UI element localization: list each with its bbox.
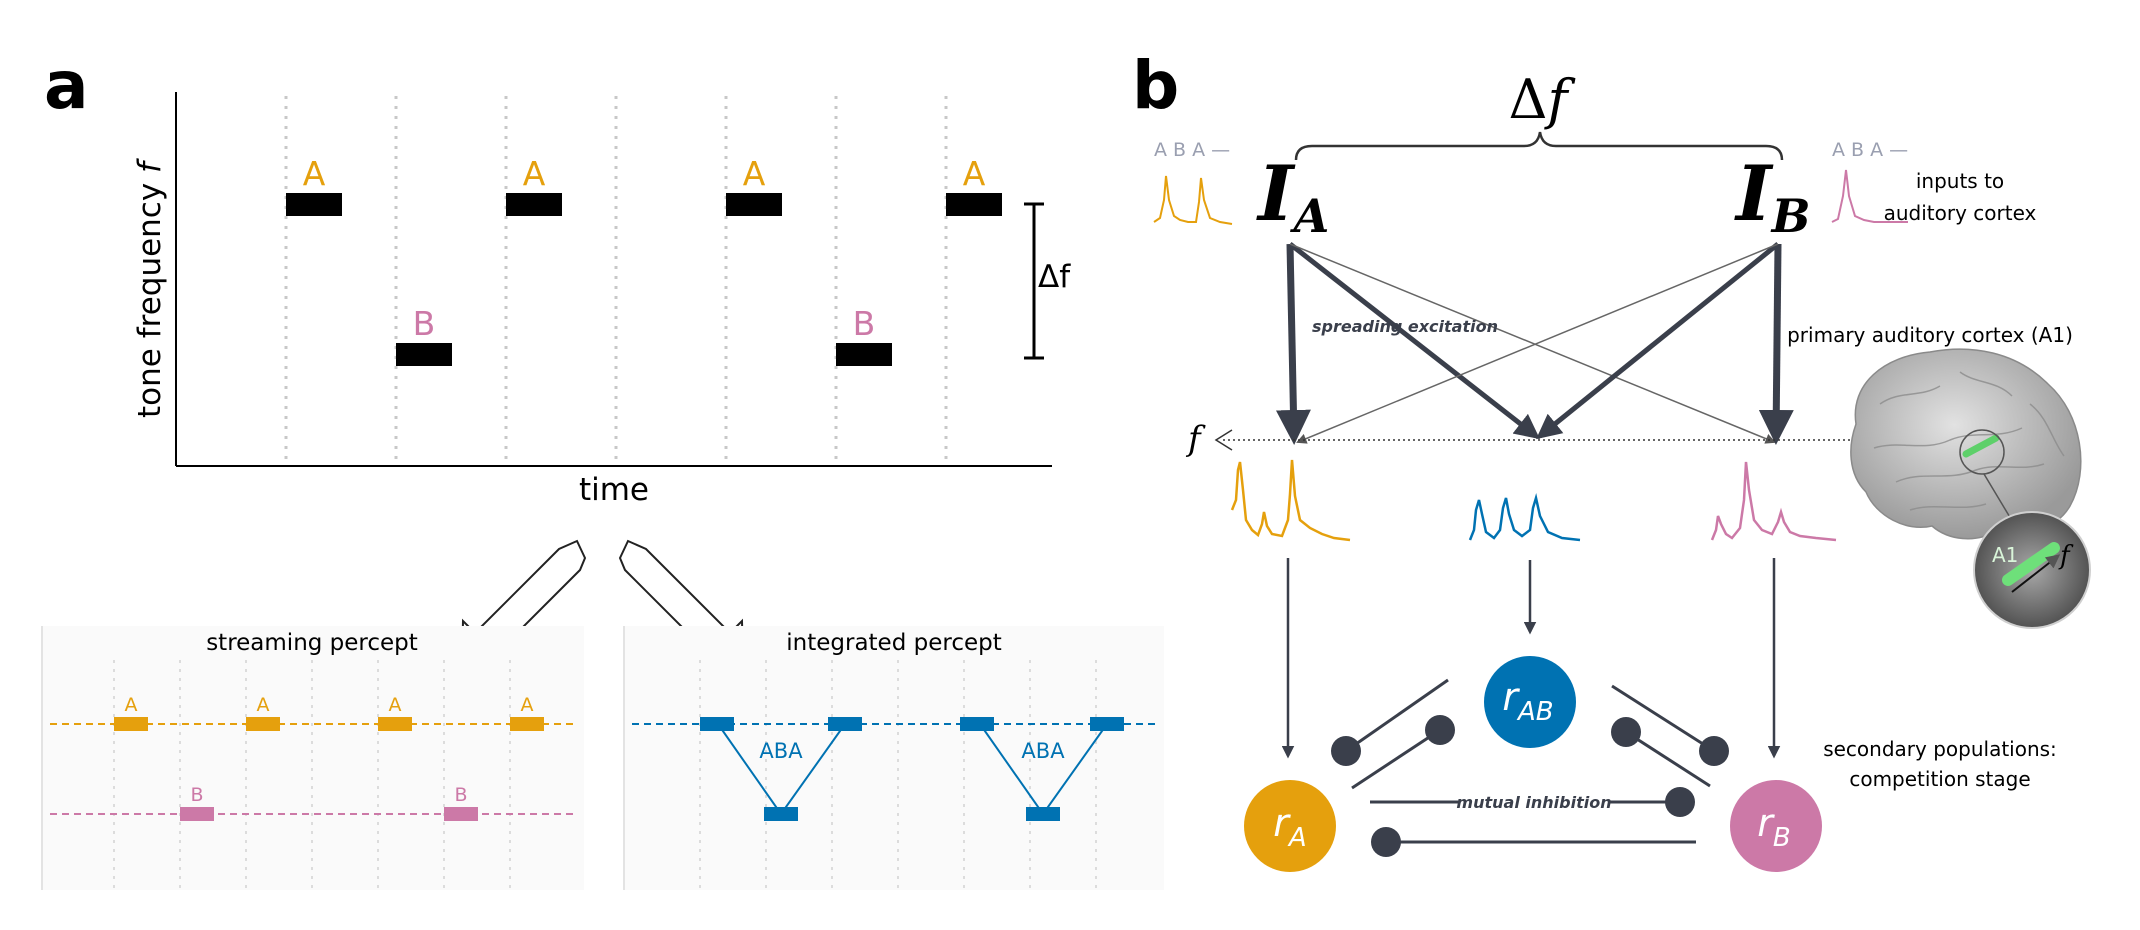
- inhibition-terminal: [1371, 827, 1401, 857]
- tone-a-group: A A A A: [286, 154, 1002, 216]
- tone-b-bar: [396, 343, 452, 366]
- stream-b-label: B: [190, 784, 203, 806]
- inputs-note-line-1: inputs to: [1916, 169, 2004, 193]
- response-a-trace: [1230, 459, 1351, 542]
- panel-b-letter: b: [1132, 47, 1179, 124]
- inputs-note-line-2: auditory cortex: [1884, 201, 2037, 225]
- population-r-ab-label: rAB: [1502, 675, 1553, 727]
- stream-tone-a: [246, 717, 280, 731]
- input-a-trace: [1153, 175, 1233, 225]
- population-r-a: rA: [1244, 780, 1336, 872]
- tone-a-bar: [506, 193, 562, 216]
- inhibition-terminal: [1611, 717, 1641, 747]
- x-axis-label: time: [579, 472, 649, 508]
- stream-a-label: A: [521, 694, 534, 716]
- inhibition-terminal: [1425, 715, 1455, 745]
- population-r-b: rB: [1730, 780, 1822, 872]
- delta-f-title: Δf: [1509, 68, 1576, 131]
- integrated-tone: [764, 807, 798, 821]
- a1-inset: A1 f: [1973, 511, 2091, 629]
- streaming-title: streaming percept: [206, 630, 418, 656]
- integrated-tone: [828, 717, 862, 731]
- input-b-label: IB: [1734, 149, 1810, 243]
- population-r-b-label: rB: [1757, 801, 1790, 853]
- integrated-tone: [700, 717, 734, 731]
- tone-a-bar: [726, 193, 782, 216]
- streaming-percept: streaming percept A A A A B B: [41, 626, 584, 890]
- input-projections: [1275, 242, 1794, 445]
- delta-f-bracket: Δf: [1024, 202, 1071, 360]
- tone-a-bar: [946, 193, 1002, 216]
- delta-f-label: Δf: [1038, 259, 1071, 295]
- integrated-tone: [1026, 807, 1060, 821]
- mutual-inhibition-label: mutual inhibition: [1456, 793, 1611, 812]
- a1-title: primary auditory cortex (A1): [1787, 323, 2073, 347]
- inhibition-terminal: [1331, 736, 1361, 766]
- stream-tone-b: [180, 807, 214, 821]
- panel-b: b Δf IA IB A B A — A B A — inputs to aud…: [1132, 47, 2091, 872]
- tone-b-label: B: [853, 304, 876, 343]
- integrated-tone: [1090, 717, 1124, 731]
- response-ab-trace: [1468, 493, 1581, 542]
- tone-b-label: B: [413, 304, 436, 343]
- inhibition-terminal: [1665, 787, 1695, 817]
- stream-b-label: B: [454, 784, 467, 806]
- feedforward-arrows: [1281, 558, 1781, 759]
- tone-b-group: B B: [396, 304, 892, 366]
- secondary-note-line-2: competition stage: [1849, 767, 2030, 791]
- population-r-a-label: rA: [1273, 801, 1306, 853]
- spreading-excitation-label: spreading excitation: [1312, 317, 1498, 336]
- brain-illustration: [1850, 348, 2082, 540]
- integrated-title: integrated percept: [786, 630, 1001, 656]
- panel-a-letter: a: [44, 47, 89, 124]
- panel-a: a tone frequency f time A A A A: [41, 47, 1164, 890]
- stream-a-label: A: [257, 694, 270, 716]
- stream-tone-a: [378, 717, 412, 731]
- seq-label-a: A B A —: [1154, 139, 1230, 161]
- response-b-trace: [1710, 461, 1837, 542]
- stream-tone-a: [510, 717, 544, 731]
- stream-a-label: A: [389, 694, 402, 716]
- tone-a-label: A: [303, 154, 326, 193]
- y-axis-label: tone frequency f: [132, 158, 168, 418]
- secondary-note-line-1: secondary populations:: [1823, 737, 2057, 761]
- population-r-ab: rAB: [1484, 656, 1576, 748]
- seq-label-b: A B A —: [1832, 139, 1908, 161]
- tone-a-label: A: [963, 154, 986, 193]
- tonotopic-axis-label: f: [1185, 419, 1206, 459]
- a1-inset-label: A1: [1992, 543, 2018, 567]
- delta-f-brace: [1294, 131, 1784, 161]
- tone-b-bar: [836, 343, 892, 366]
- aba-label: ABA: [1021, 739, 1065, 763]
- tone-a-bar: [286, 193, 342, 216]
- stream-tone-b: [444, 807, 478, 821]
- aba-label: ABA: [759, 739, 803, 763]
- tone-a-label: A: [523, 154, 546, 193]
- input-b-trace: [1831, 169, 1908, 223]
- tone-a-label: A: [743, 154, 766, 193]
- stream-tone-a: [114, 717, 148, 731]
- inhibition-terminal: [1699, 736, 1729, 766]
- stream-a-label: A: [125, 694, 138, 716]
- integrated-tone: [960, 717, 994, 731]
- input-a-label: IA: [1256, 149, 1329, 243]
- time-gridlines: [284, 96, 948, 466]
- integrated-percept: integrated percept ABA ABA: [623, 626, 1164, 890]
